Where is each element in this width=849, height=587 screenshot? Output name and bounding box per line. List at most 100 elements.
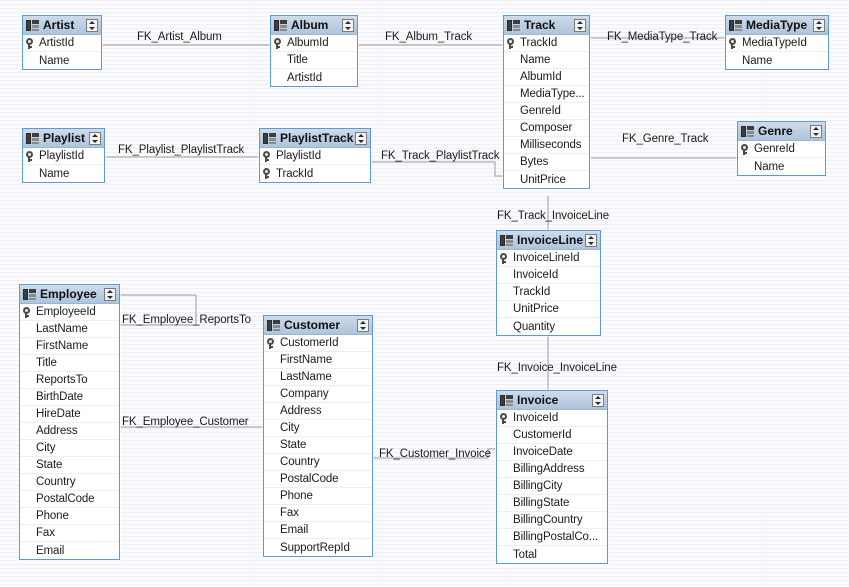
column-row[interactable]: GenreId: [504, 103, 589, 120]
column-row[interactable]: PostalCode: [20, 491, 119, 508]
column-row[interactable]: LastName: [264, 369, 372, 386]
column-row[interactable]: Composer: [504, 120, 589, 137]
column-row-primary-key[interactable]: CustomerId: [264, 335, 372, 352]
entity-header-genre[interactable]: Genre: [738, 122, 825, 141]
entity-header-invoiceline[interactable]: InvoiceLine: [497, 231, 600, 250]
column-row[interactable]: LastName: [20, 321, 119, 338]
entity-header-track[interactable]: Track: [504, 16, 589, 35]
column-row[interactable]: Bytes: [504, 154, 589, 171]
column-row[interactable]: BillingCity: [497, 478, 607, 495]
column-row[interactable]: UnitPrice: [504, 171, 589, 188]
column-name: FirstName: [280, 354, 333, 366]
entity-header-playlist[interactable]: Playlist: [23, 129, 104, 148]
column-row-primary-key[interactable]: ArtistId: [23, 35, 101, 52]
column-row[interactable]: HireDate: [20, 406, 119, 423]
column-row[interactable]: Phone: [264, 488, 372, 505]
column-row[interactable]: BillingAddress: [497, 461, 607, 478]
column-row[interactable]: Phone: [20, 508, 119, 525]
column-row[interactable]: Milliseconds: [504, 137, 589, 154]
column-row[interactable]: MediaType...: [504, 86, 589, 103]
column-row[interactable]: BillingPostalCo...: [497, 529, 607, 546]
column-row[interactable]: Name: [23, 52, 101, 69]
column-row-primary-key[interactable]: AlbumId: [271, 35, 357, 52]
collapse-icon[interactable]: [585, 233, 597, 247]
column-row[interactable]: UnitPrice: [497, 301, 600, 318]
column-row[interactable]: ArtistId: [271, 69, 357, 86]
column-row[interactable]: PostalCode: [264, 471, 372, 488]
column-row[interactable]: InvoiceId: [497, 267, 600, 284]
collapse-icon[interactable]: [104, 287, 116, 301]
column-row[interactable]: State: [264, 437, 372, 454]
column-row-primary-key[interactable]: GenreId: [738, 141, 825, 158]
entity-header-invoice[interactable]: Invoice: [497, 391, 607, 410]
column-row[interactable]: Title: [271, 52, 357, 69]
column-row[interactable]: Name: [504, 52, 589, 69]
column-row-primary-key[interactable]: TrackId: [504, 35, 589, 52]
collapse-icon[interactable]: [89, 131, 101, 145]
column-row-primary-key[interactable]: PlaylistId: [23, 148, 104, 165]
column-row[interactable]: FirstName: [264, 352, 372, 369]
collapse-icon[interactable]: [813, 18, 825, 32]
column-row[interactable]: BirthDate: [20, 389, 119, 406]
column-row[interactable]: SupportRepId: [264, 539, 372, 556]
column-row[interactable]: BillingCountry: [497, 512, 607, 529]
column-row[interactable]: Name: [23, 165, 104, 182]
column-row-primary-key[interactable]: InvoiceLineId: [497, 250, 600, 267]
column-row[interactable]: FirstName: [20, 338, 119, 355]
collapse-icon[interactable]: [342, 18, 354, 32]
collapse-icon[interactable]: [592, 393, 604, 407]
column-row[interactable]: Company: [264, 386, 372, 403]
column-row[interactable]: Address: [20, 423, 119, 440]
entity-header-mediatype[interactable]: MediaType: [726, 16, 828, 35]
column-row[interactable]: Country: [264, 454, 372, 471]
column-row[interactable]: Quantity: [497, 318, 600, 335]
column-row[interactable]: Title: [20, 355, 119, 372]
column-row[interactable]: ReportsTo: [20, 372, 119, 389]
collapse-icon[interactable]: [810, 124, 822, 138]
column-row[interactable]: AlbumId: [504, 69, 589, 86]
collapse-icon[interactable]: [357, 318, 369, 332]
column-row[interactable]: CustomerId: [497, 427, 607, 444]
column-row[interactable]: Address: [264, 403, 372, 420]
column-row-primary-key[interactable]: InvoiceId: [497, 410, 607, 427]
collapse-icon[interactable]: [86, 18, 98, 32]
entity-header-customer[interactable]: Customer: [264, 316, 372, 335]
column-row[interactable]: City: [20, 440, 119, 457]
column-row-primary-key[interactable]: EmployeeId: [20, 304, 119, 321]
collapse-icon[interactable]: [355, 131, 367, 145]
column-row[interactable]: Fax: [264, 505, 372, 522]
column-row[interactable]: Email: [264, 522, 372, 539]
entity-header-playlisttrack[interactable]: PlaylistTrack: [260, 129, 370, 148]
column-row-primary-key[interactable]: MediaTypeId: [726, 35, 828, 52]
column-row[interactable]: Fax: [20, 525, 119, 542]
column-row[interactable]: Total: [497, 546, 607, 563]
column-name: Title: [287, 54, 308, 66]
collapse-icon[interactable]: [574, 18, 586, 32]
column-row[interactable]: Name: [738, 158, 825, 175]
entity-header-artist[interactable]: Artist: [23, 16, 101, 35]
column-row[interactable]: BillingState: [497, 495, 607, 512]
column-row[interactable]: Name: [726, 52, 828, 69]
column-row[interactable]: InvoiceDate: [497, 444, 607, 461]
entity-header-album[interactable]: Album: [271, 16, 357, 35]
column-row[interactable]: Email: [20, 542, 119, 559]
entity-header-employee[interactable]: Employee: [20, 285, 119, 304]
column-row[interactable]: State: [20, 457, 119, 474]
column-row[interactable]: TrackId: [497, 284, 600, 301]
column-row-primary-key[interactable]: PlaylistId: [260, 148, 370, 165]
column-row[interactable]: City: [264, 420, 372, 437]
column-row[interactable]: Country: [20, 474, 119, 491]
column-row-primary-key[interactable]: TrackId: [260, 165, 370, 182]
